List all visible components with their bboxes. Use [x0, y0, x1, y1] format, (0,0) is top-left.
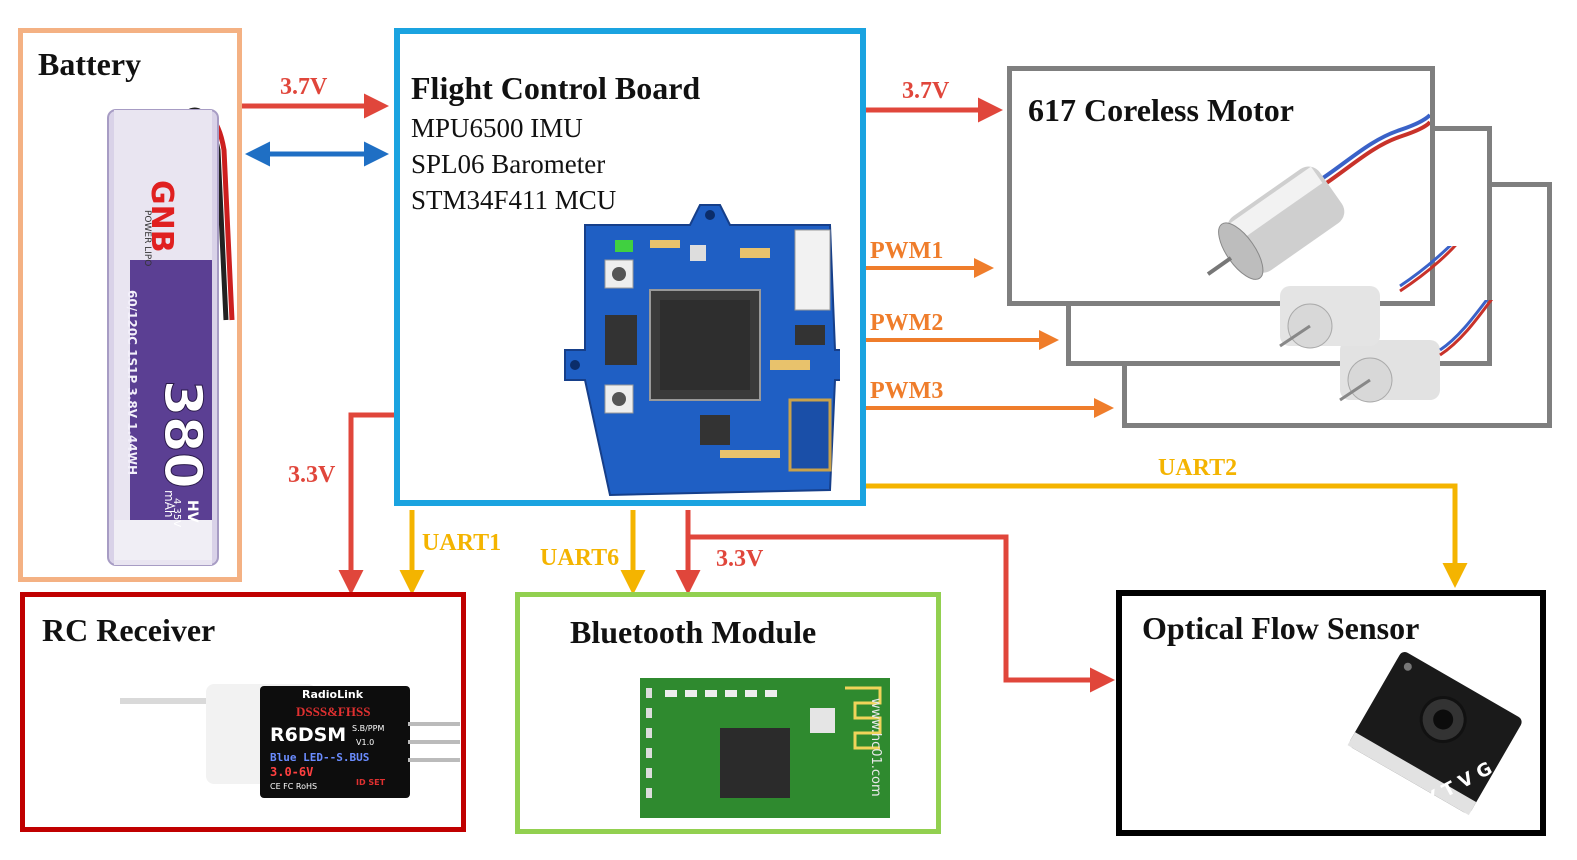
rc-version: V1.0: [356, 738, 375, 747]
rc-ppm: S.B/PPM: [352, 724, 385, 733]
label-pwm3: PWM3: [870, 378, 944, 404]
motor-title: 617 Coreless Motor: [1028, 92, 1294, 128]
fcb-mcu: STM34F411 MCU: [411, 185, 617, 215]
rc-title: RC Receiver: [42, 612, 216, 648]
label-rc-power: 3.3V: [288, 462, 336, 488]
battery-title: Battery: [38, 46, 142, 82]
rc-brand: RadioLink: [302, 688, 364, 701]
rc-voltage: 3.0-6V: [270, 765, 314, 779]
arrow-uart2: [866, 483, 1468, 588]
battery-image: GNB POWER LIPO 380 mAh 60/120C 1S1P 3.8V…: [107, 107, 235, 566]
ofs-title: Optical Flow Sensor: [1142, 610, 1420, 646]
motor-image-back: [1339, 300, 1494, 403]
bt-title: Bluetooth Module: [570, 614, 817, 650]
bt-site: www.hc01.com: [868, 698, 883, 797]
battery-brand: GNB: [144, 180, 179, 253]
label-pwm1: PWM1: [870, 238, 944, 264]
rc-dsss: DSSS&FHSS: [296, 704, 371, 719]
battery-hv: HV: [184, 500, 200, 523]
rc-idset: ID SET: [356, 778, 386, 787]
fcb-title: Flight Control Board: [411, 70, 701, 106]
label-uart6: UART6: [540, 545, 620, 571]
rc-pins: [408, 722, 460, 726]
battery-spec: 60/120C 1S1P 3.8V 1.44WH: [125, 290, 139, 475]
arrow-fcb-to-ofs-power: [688, 534, 1115, 693]
label-fcb-to-motor: 3.7V: [902, 78, 950, 104]
ofs-sensor-image: Y T V G: [1347, 652, 1522, 816]
bt-module-image: www.hc01.com: [640, 678, 890, 818]
motor-image-front: [1206, 113, 1430, 280]
motor-image-middle: [1279, 246, 1457, 349]
fcb-box: [394, 28, 866, 506]
fcb-barometer: SPL06 Barometer: [411, 149, 606, 179]
motor-box-1: [1007, 66, 1435, 306]
rc-model: R6DSM: [270, 724, 347, 746]
rc-body: [260, 686, 410, 798]
rc-led: Blue LED--S.BUS: [270, 751, 370, 764]
label-bt-power: 3.3V: [716, 546, 764, 572]
label-uart2: UART2: [1158, 455, 1238, 481]
battery-capacity-unit: mAh: [162, 490, 176, 518]
label-pwm2: PWM2: [870, 310, 944, 336]
arrow-fcb-to-rc-power: [338, 412, 394, 595]
rc-antenna: [120, 698, 220, 704]
battery-subbrand: POWER LIPO: [142, 210, 152, 266]
fcb-board-image: [564, 204, 840, 497]
label-bat-to-fcb: 3.7V: [280, 74, 328, 100]
fcb-imu: MPU6500 IMU: [411, 113, 583, 143]
rc-marks: CE FC RoHS: [270, 782, 318, 791]
label-uart1: UART1: [422, 530, 502, 556]
rc-receiver-image: RadioLink DSSS&FHSS R6DSM S.B/PPM V1.0 B…: [120, 684, 465, 814]
battery-hv-volt: 4.35V: [171, 498, 182, 527]
battery-capacity: 380: [152, 380, 212, 489]
